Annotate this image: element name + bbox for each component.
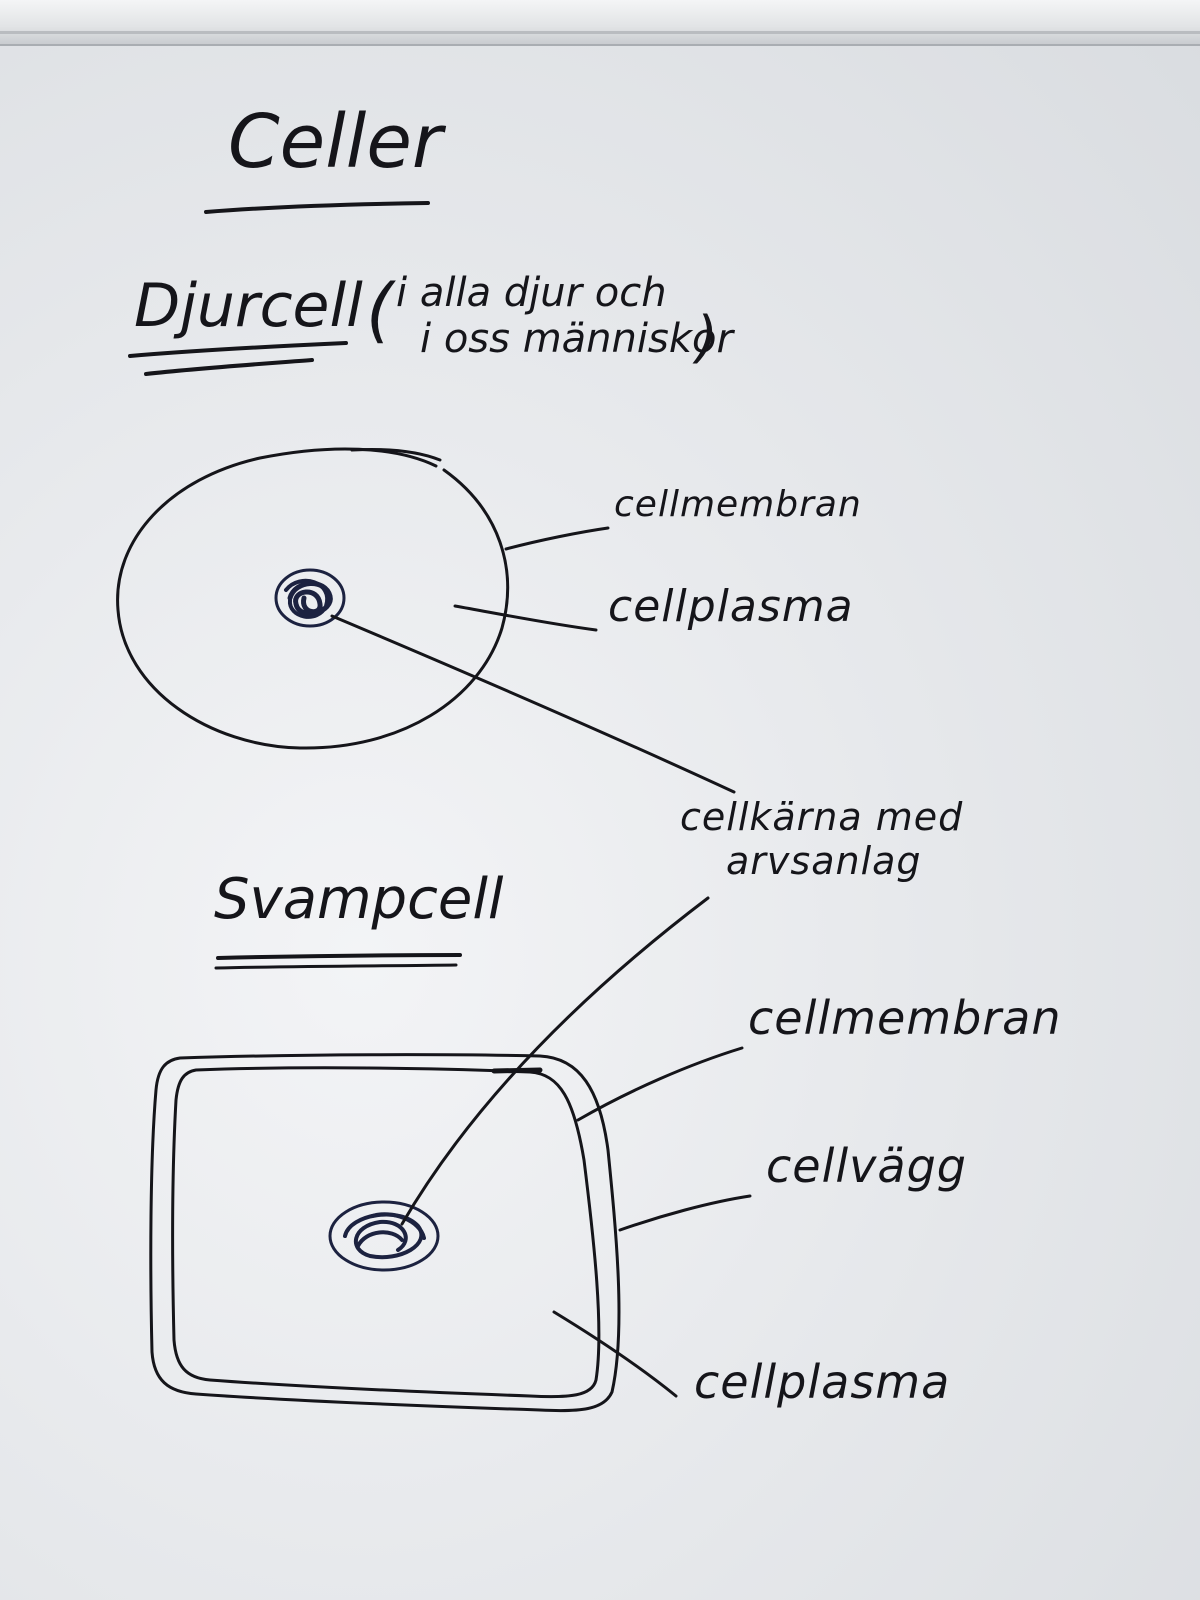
whiteboard-frame [0,0,1200,46]
leader-animal-plasma [453,604,598,632]
label-fungal-membrane: cellmembran [748,991,1062,1045]
animal-cell-heading: Djurcell [134,271,363,341]
fungal-cell-heading: Svampcell [214,867,504,932]
label-fungal-plasma: cellplasma [694,1355,951,1409]
leader-fungal-membrane [576,1046,744,1122]
label-nucleus-line-1: cellkärna med [680,795,964,839]
leader-fungal-wall [618,1194,752,1232]
fungal-cell-nucleus [328,1200,440,1272]
leader-animal-nucleus [330,614,736,794]
label-animal-membrane: cellmembran [614,484,862,525]
note-line-1: i alla djur och [396,270,667,316]
label-animal-plasma: cellplasma [608,581,854,632]
label-fungal-wall: cellvägg [766,1139,967,1193]
animal-cell-nucleus [274,568,346,628]
heading2-underline-2 [214,963,458,970]
fungal-cell-wall [149,1053,621,1413]
note-line-2: i oss människor [420,316,733,362]
animal-cell-membrane [116,447,510,750]
label-nucleus-line-2: arvsanlag [726,839,922,883]
note-close-paren: ) [696,305,718,370]
note-open-paren: ( [366,269,394,351]
heading-underline-1 [128,341,348,358]
animal-cell-note: ( i alla djur och i oss människor ) [366,270,746,380]
heading-underline-2 [144,358,314,376]
title-underline [204,201,430,214]
heading2-underline-1 [216,953,462,960]
leader-fungal-nucleus [400,896,710,1226]
leader-animal-membrane [504,526,610,551]
leader-fungal-plasma [552,1310,678,1398]
page-title: Celler [228,99,443,185]
